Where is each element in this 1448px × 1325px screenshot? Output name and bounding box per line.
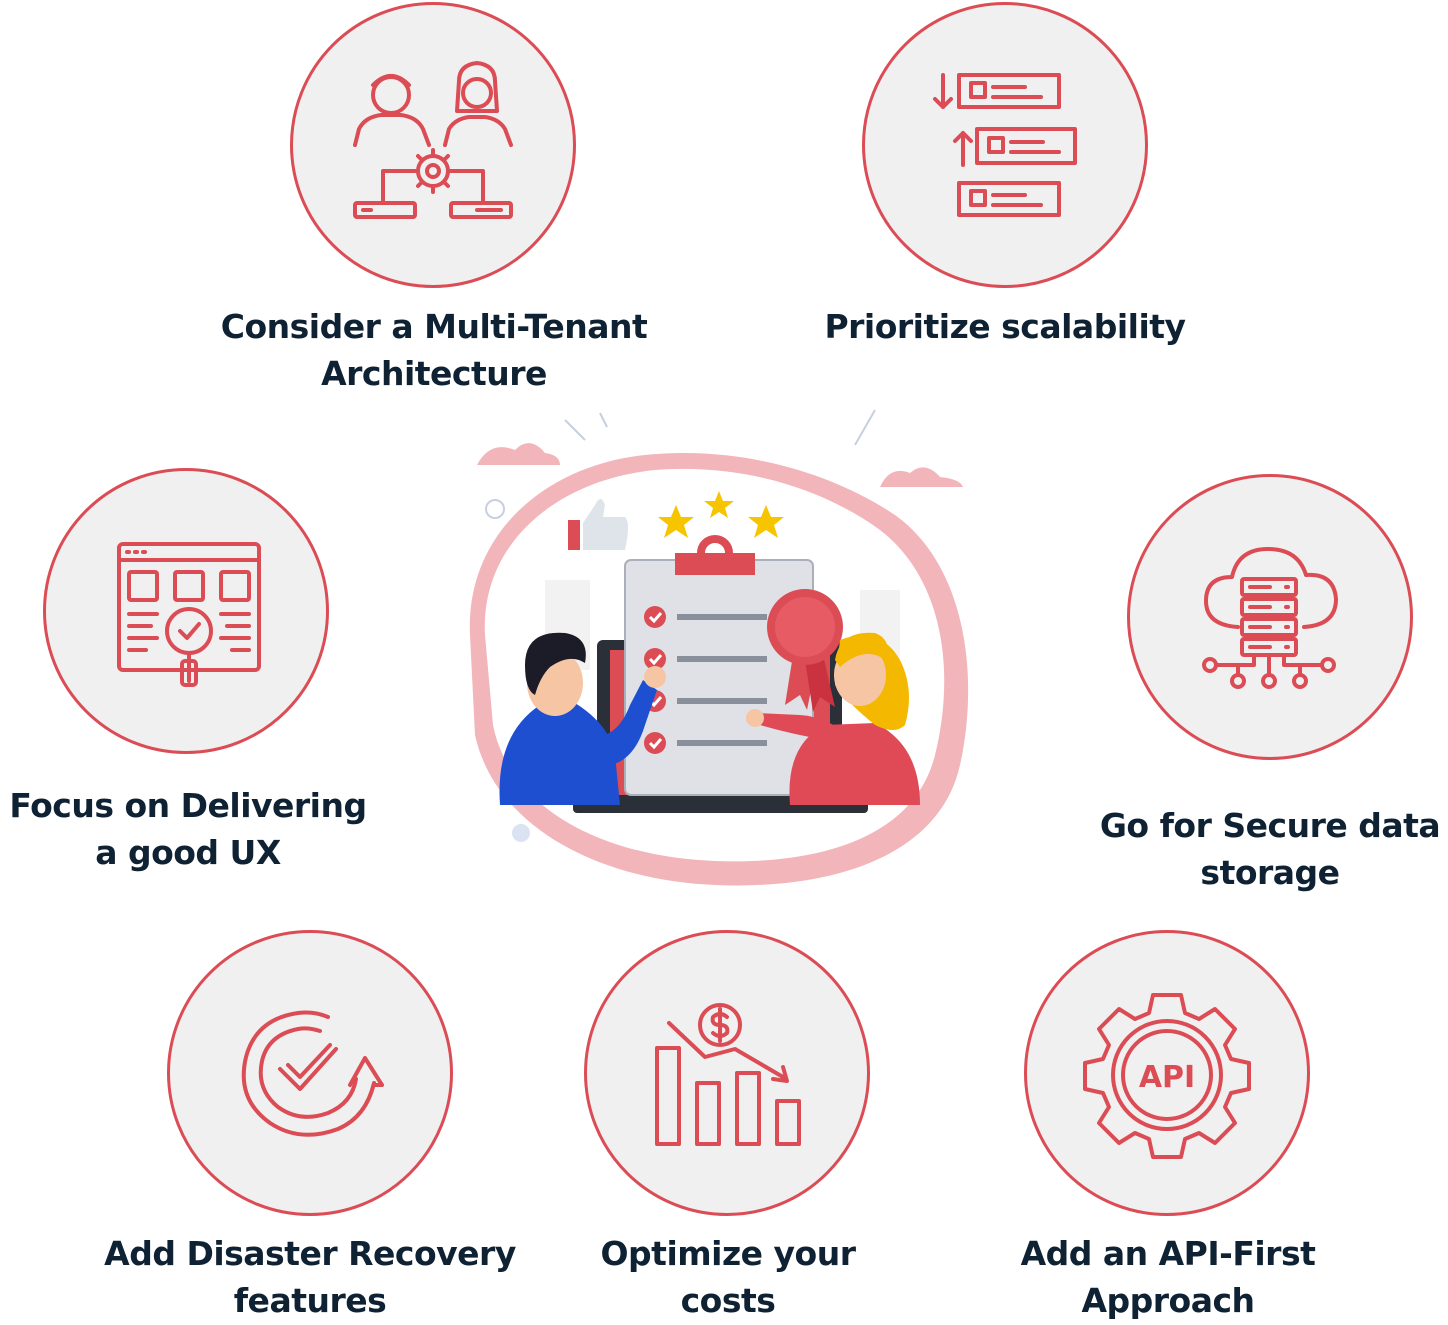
- cloud: [880, 467, 963, 487]
- label-line: Architecture: [321, 354, 547, 393]
- sort-list-icon: [933, 73, 1077, 217]
- api-badge: API: [1139, 1060, 1195, 1095]
- label-line: a good UX: [95, 833, 281, 872]
- scalability-node: [862, 2, 1148, 288]
- node-circle: [290, 2, 576, 288]
- woman-character: [746, 632, 920, 805]
- label-line: features: [233, 1281, 387, 1320]
- label-line: Prioritize scalability: [824, 307, 1186, 346]
- api-gear-icon: API: [1083, 993, 1251, 1159]
- label-line: Consider a Multi-Tenant: [220, 307, 648, 346]
- multi-tenant-node: [290, 2, 576, 288]
- node-circle: [862, 2, 1148, 288]
- label-line: Approach: [1081, 1281, 1255, 1320]
- disaster-recovery-label: Add Disaster Recovery features: [70, 1230, 550, 1324]
- recovery-check-icon: [241, 1010, 384, 1137]
- label-line: Add an API-First: [1020, 1234, 1316, 1273]
- ux-inspection-icon: [117, 542, 261, 687]
- secure-storage-node: [1127, 474, 1413, 760]
- ux-label: Focus on Delivering a good UX: [0, 782, 376, 876]
- scalability-label: Prioritize scalability: [790, 303, 1220, 350]
- cloud: [477, 443, 560, 465]
- disaster-recovery-node: [167, 930, 453, 1216]
- costs-node: [584, 930, 870, 1216]
- node-circle: [43, 468, 329, 754]
- label-line: Optimize your: [600, 1234, 857, 1273]
- api-first-node: API: [1024, 930, 1310, 1216]
- man-character: [499, 632, 666, 805]
- cloud-server-icon: [1202, 547, 1338, 689]
- label-line: storage: [1200, 853, 1340, 892]
- multi-tenant-label: Consider a Multi-Tenant Architecture: [190, 303, 678, 397]
- award-rosette-icon: [767, 589, 843, 712]
- ux-node: [43, 468, 329, 754]
- costs-label: Optimize your costs: [560, 1230, 896, 1324]
- label-line: costs: [680, 1281, 776, 1320]
- team-collaboration-icon: [353, 61, 513, 219]
- node-circle: [1127, 474, 1413, 760]
- checklist-illustration: [469, 409, 969, 886]
- secure-storage-label: Go for Secure data storage: [1080, 802, 1448, 896]
- label-line: Go for Secure data: [1099, 806, 1441, 845]
- center-illustration: [455, 405, 985, 895]
- node-circle: [584, 930, 870, 1216]
- node-circle: API: [1024, 930, 1310, 1216]
- api-first-label: Add an API-First Approach: [990, 1230, 1346, 1324]
- node-circle: [167, 930, 453, 1216]
- label-line: Add Disaster Recovery: [104, 1234, 516, 1273]
- cost-reduction-icon: [655, 1003, 801, 1146]
- label-line: Focus on Delivering: [9, 786, 367, 825]
